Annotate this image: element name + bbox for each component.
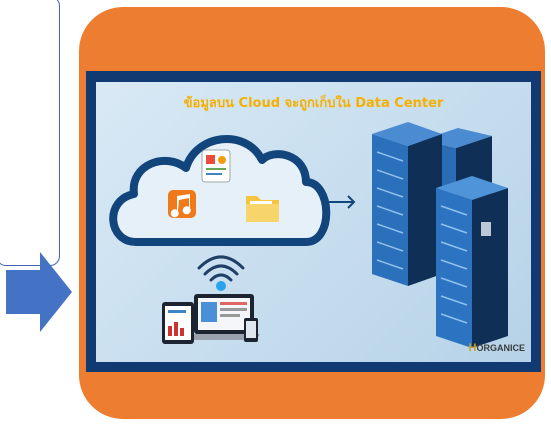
brand-logo: HORGANICE — [469, 342, 525, 354]
brand-name: ORGANICE — [476, 343, 525, 353]
left-panel — [0, 0, 60, 266]
tablet-icon — [162, 302, 194, 344]
slide-frame: ข้อมูลบน Cloud จะถูกเก็บใน Data Center — [86, 71, 541, 372]
laptop-icon — [188, 294, 260, 340]
arrow-right-icon — [6, 252, 72, 332]
wifi-dot — [216, 281, 226, 291]
document-chart-icon — [201, 149, 231, 183]
slide-title: ข้อมูลบน Cloud จะถูกเก็บใน Data Center — [183, 96, 444, 111]
folder-icon — [246, 196, 279, 222]
phone-icon — [244, 318, 258, 342]
music-app-icon — [168, 190, 196, 218]
brand-initial: H — [468, 342, 477, 354]
wifi-icon — [197, 255, 245, 282]
slide-content: ข้อมูลบน Cloud จะถูกเก็บใน Data Center — [96, 82, 531, 362]
flow-arrow-icon — [328, 195, 356, 209]
illustration — [109, 122, 508, 348]
server-rack-icon — [372, 122, 508, 348]
